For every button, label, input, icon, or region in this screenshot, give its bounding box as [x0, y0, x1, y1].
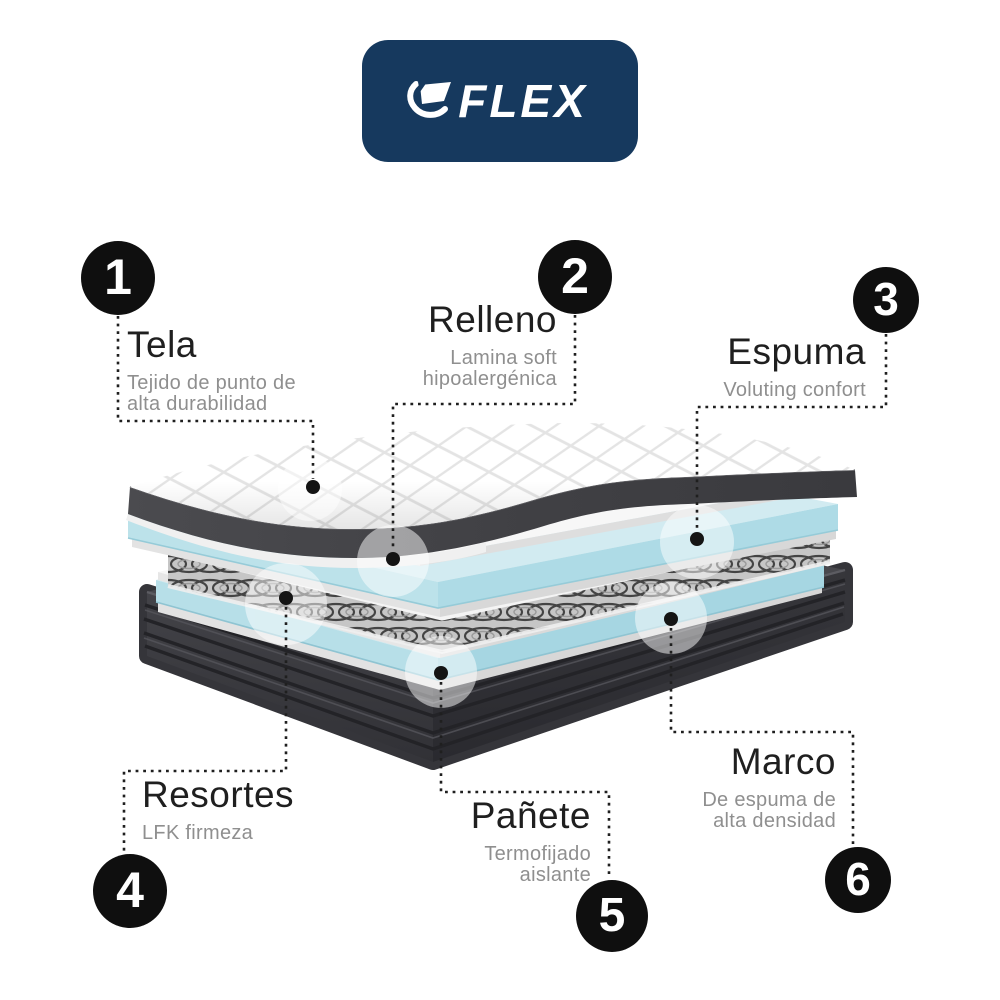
connector-dot-1	[306, 480, 320, 494]
connector-dots	[279, 480, 704, 680]
connector-lines	[116, 315, 888, 878]
callout-panete: Pañete Termofijado aislante	[470, 795, 591, 886]
connector-dot-4	[279, 591, 293, 605]
connector-dot-5	[434, 666, 448, 680]
callout-5-title: Pañete	[470, 795, 591, 836]
connector-line-2	[391, 315, 577, 551]
callout-6-title: Marco	[730, 741, 836, 782]
brand-name: FLEX	[458, 75, 588, 127]
callout-3-title: Espuma	[727, 331, 866, 372]
quilt-side-band	[128, 470, 857, 559]
callout-1-number-badge: 1	[81, 241, 155, 315]
callout-4-number-badge: 4	[93, 854, 167, 928]
callout-2-number: 2	[561, 248, 589, 304]
callout-3-number-badge: 3	[853, 267, 919, 333]
callout-3-number: 3	[873, 273, 899, 325]
callout-5-number: 5	[598, 888, 626, 942]
callout-2-description: Lamina soft hipoalergénica	[422, 346, 557, 390]
callout-resortes: Resortes LFK firmeza	[142, 774, 295, 844]
callout-1-title: Tela	[127, 324, 197, 365]
callout-tela: Tela Tejido de punto de alta durabilidad	[127, 324, 296, 415]
callout-relleno: Relleno Lamina soft hipoalergénica	[422, 299, 557, 390]
connector-dot-2	[386, 552, 400, 566]
callout-1-description: Tejido de punto de alta durabilidad	[127, 371, 296, 415]
connector-dot-6	[664, 612, 678, 626]
connector-line-6	[669, 628, 855, 845]
connector-line-4	[122, 607, 288, 852]
callout-5-description: Termofijado aislante	[484, 842, 591, 886]
callout-6-description: De espuma de alta densidad	[702, 788, 836, 832]
callout-espuma: Espuma Voluting confort	[723, 331, 866, 401]
connector-line-3	[695, 334, 888, 532]
callout-4-title: Resortes	[142, 774, 295, 815]
callout-3-description: Voluting confort	[723, 378, 866, 401]
connector-dot-3	[690, 532, 704, 546]
springs-right-face	[442, 535, 830, 652]
callout-2-title: Relleno	[428, 299, 557, 340]
connector-line-1	[116, 316, 315, 479]
callout-5-number-badge: 5	[576, 880, 648, 952]
callout-6-number-badge: 6	[825, 847, 891, 913]
callout-1-number: 1	[104, 249, 132, 305]
foam-right-face	[438, 504, 838, 608]
swan-icon	[407, 81, 452, 118]
callout-marco: Marco De espuma de alta densidad	[702, 741, 836, 832]
callout-2-number-badge: 2	[538, 240, 612, 314]
connector-line-5	[439, 682, 611, 878]
callout-4-number: 4	[116, 862, 144, 918]
brand-logo: FLEX	[362, 40, 638, 162]
callout-4-description: LFK firmeza	[142, 821, 254, 844]
callout-6-number: 6	[845, 853, 871, 905]
